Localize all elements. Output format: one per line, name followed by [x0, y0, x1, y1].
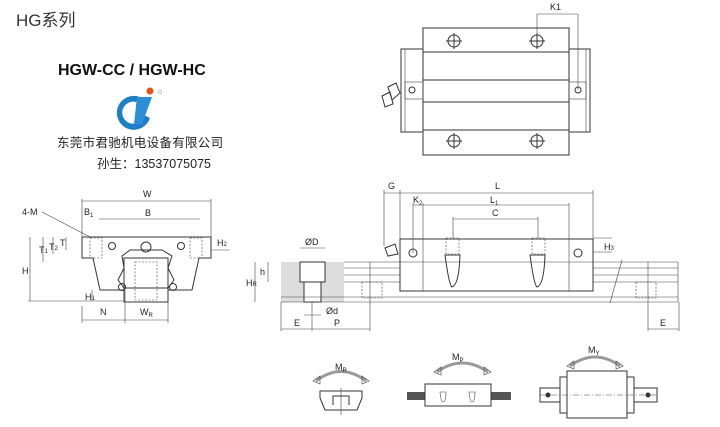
company-name: 东莞市君驰机电设备有限公司	[57, 136, 224, 150]
moment-mp: MP	[407, 352, 511, 407]
dim-k2: K2	[413, 195, 423, 207]
dim-t: T	[60, 238, 66, 248]
dim-w: W	[143, 189, 152, 199]
dim-t1: T1	[39, 245, 49, 255]
callout-4m: 4-M	[22, 207, 38, 217]
dim-c: C	[492, 208, 499, 218]
company-logo	[116, 87, 162, 130]
moment-my-label: MY	[588, 345, 600, 357]
dim-g: G	[388, 181, 395, 191]
dim-t2: T2	[49, 242, 59, 252]
dim-h1: H1	[85, 292, 96, 302]
dim-n: N	[100, 307, 107, 317]
dim-e-right: E	[660, 318, 666, 328]
dim-h: H	[22, 266, 29, 276]
dim-b: B	[145, 208, 151, 218]
front-view: W B B1 4-M H T1 T2 T H2 H1 N WR	[22, 189, 230, 323]
moment-mr-label: MR	[335, 362, 348, 374]
dim-l1: L1	[490, 195, 499, 207]
series-title: HG系列	[16, 11, 76, 30]
dim-od: ØD	[305, 237, 319, 247]
moment-my: MY	[539, 345, 658, 419]
dim-p: P	[334, 318, 340, 328]
dim-k1: K1	[550, 2, 561, 12]
moment-mp-label: MP	[452, 352, 464, 364]
contact-info: 孙生：13537075075	[97, 157, 211, 171]
dim-h3: H3	[604, 242, 615, 252]
dim-l: L	[495, 181, 500, 191]
dim-e-left: E	[294, 318, 300, 328]
dim-hr: HR	[246, 278, 258, 288]
side-view: G L K2 L1 C H3 ØD Ød h HR E P E	[246, 181, 680, 331]
model-title: HGW-CC / HGW-HC	[58, 62, 206, 79]
top-view: K1	[381, 2, 591, 156]
dim-b1: B1	[84, 207, 94, 219]
dim-small-d: Ød	[326, 306, 338, 316]
dim-h2: H2	[217, 238, 228, 248]
dim-wr: WR	[140, 307, 154, 319]
moment-mr: MR	[312, 362, 370, 415]
dim-h-small: h	[260, 267, 265, 277]
